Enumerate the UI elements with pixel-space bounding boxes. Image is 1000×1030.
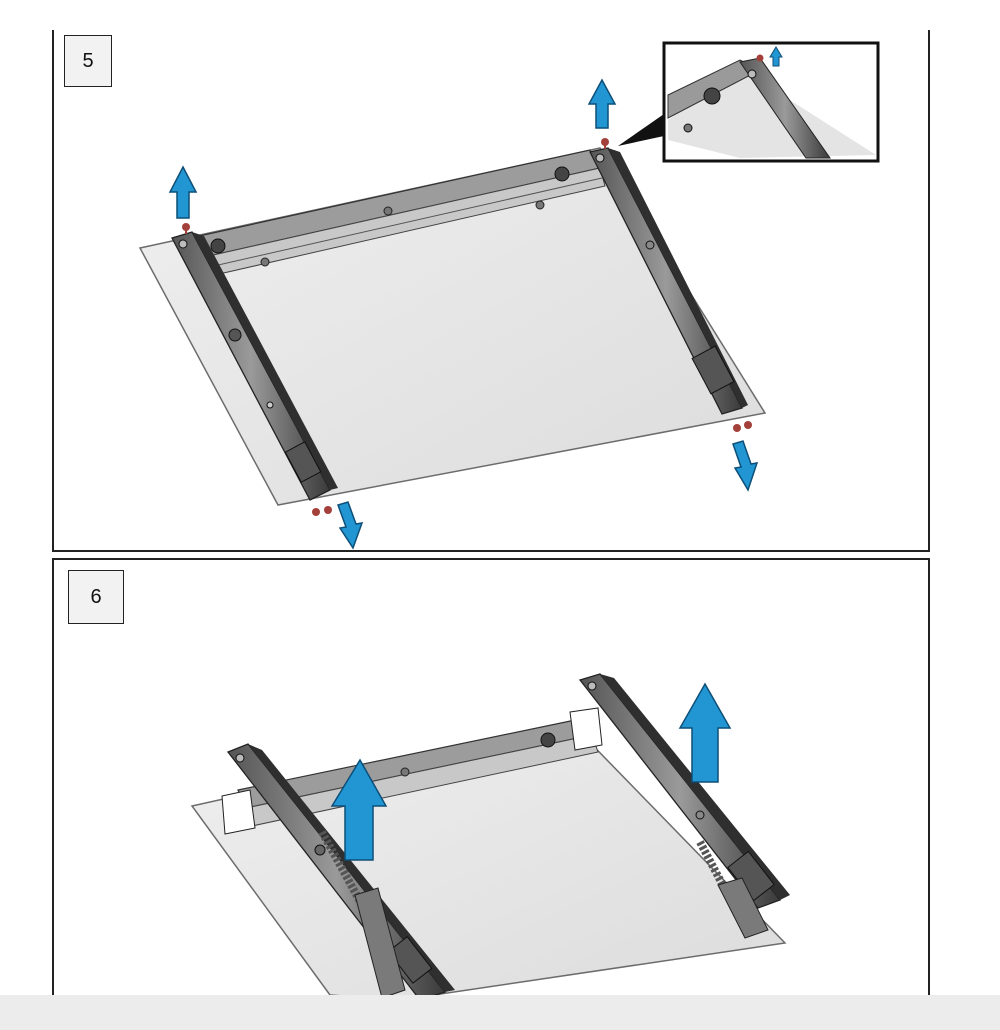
arrow-up-icon bbox=[587, 78, 617, 129]
panel-6-spring-right bbox=[696, 840, 769, 939]
panel-5-right-border bbox=[928, 30, 930, 552]
panel-6-drawing bbox=[190, 673, 790, 1000]
panel-5-left-border bbox=[52, 30, 54, 552]
inset-detail-drawing bbox=[667, 46, 876, 159]
panel-6-right-border bbox=[928, 558, 930, 995]
panel-5-drawing bbox=[138, 41, 880, 550]
arrow-up-icon bbox=[678, 682, 732, 783]
screw-icon bbox=[312, 506, 332, 516]
arrow-up-icon bbox=[330, 758, 388, 861]
arrow-up-icon bbox=[769, 46, 783, 67]
panel-5-bottom-border bbox=[52, 550, 930, 552]
arrow-down-icon bbox=[337, 501, 364, 550]
inset-callout-pointer bbox=[618, 114, 664, 146]
footer-band bbox=[0, 995, 1000, 1030]
panel-6-left-border bbox=[52, 558, 54, 995]
step-number-5: 5 bbox=[64, 35, 112, 87]
step-number-6: 6 bbox=[68, 570, 124, 624]
arrow-up-icon bbox=[168, 165, 198, 219]
panel-6-spring-left bbox=[318, 830, 406, 999]
arrow-down-icon bbox=[732, 440, 759, 492]
screw-icon bbox=[182, 223, 190, 234]
screw-icon bbox=[733, 421, 752, 432]
assembly-illustration bbox=[138, 41, 880, 1000]
screw-icon bbox=[601, 138, 609, 149]
panel-6-top-border bbox=[52, 558, 930, 560]
